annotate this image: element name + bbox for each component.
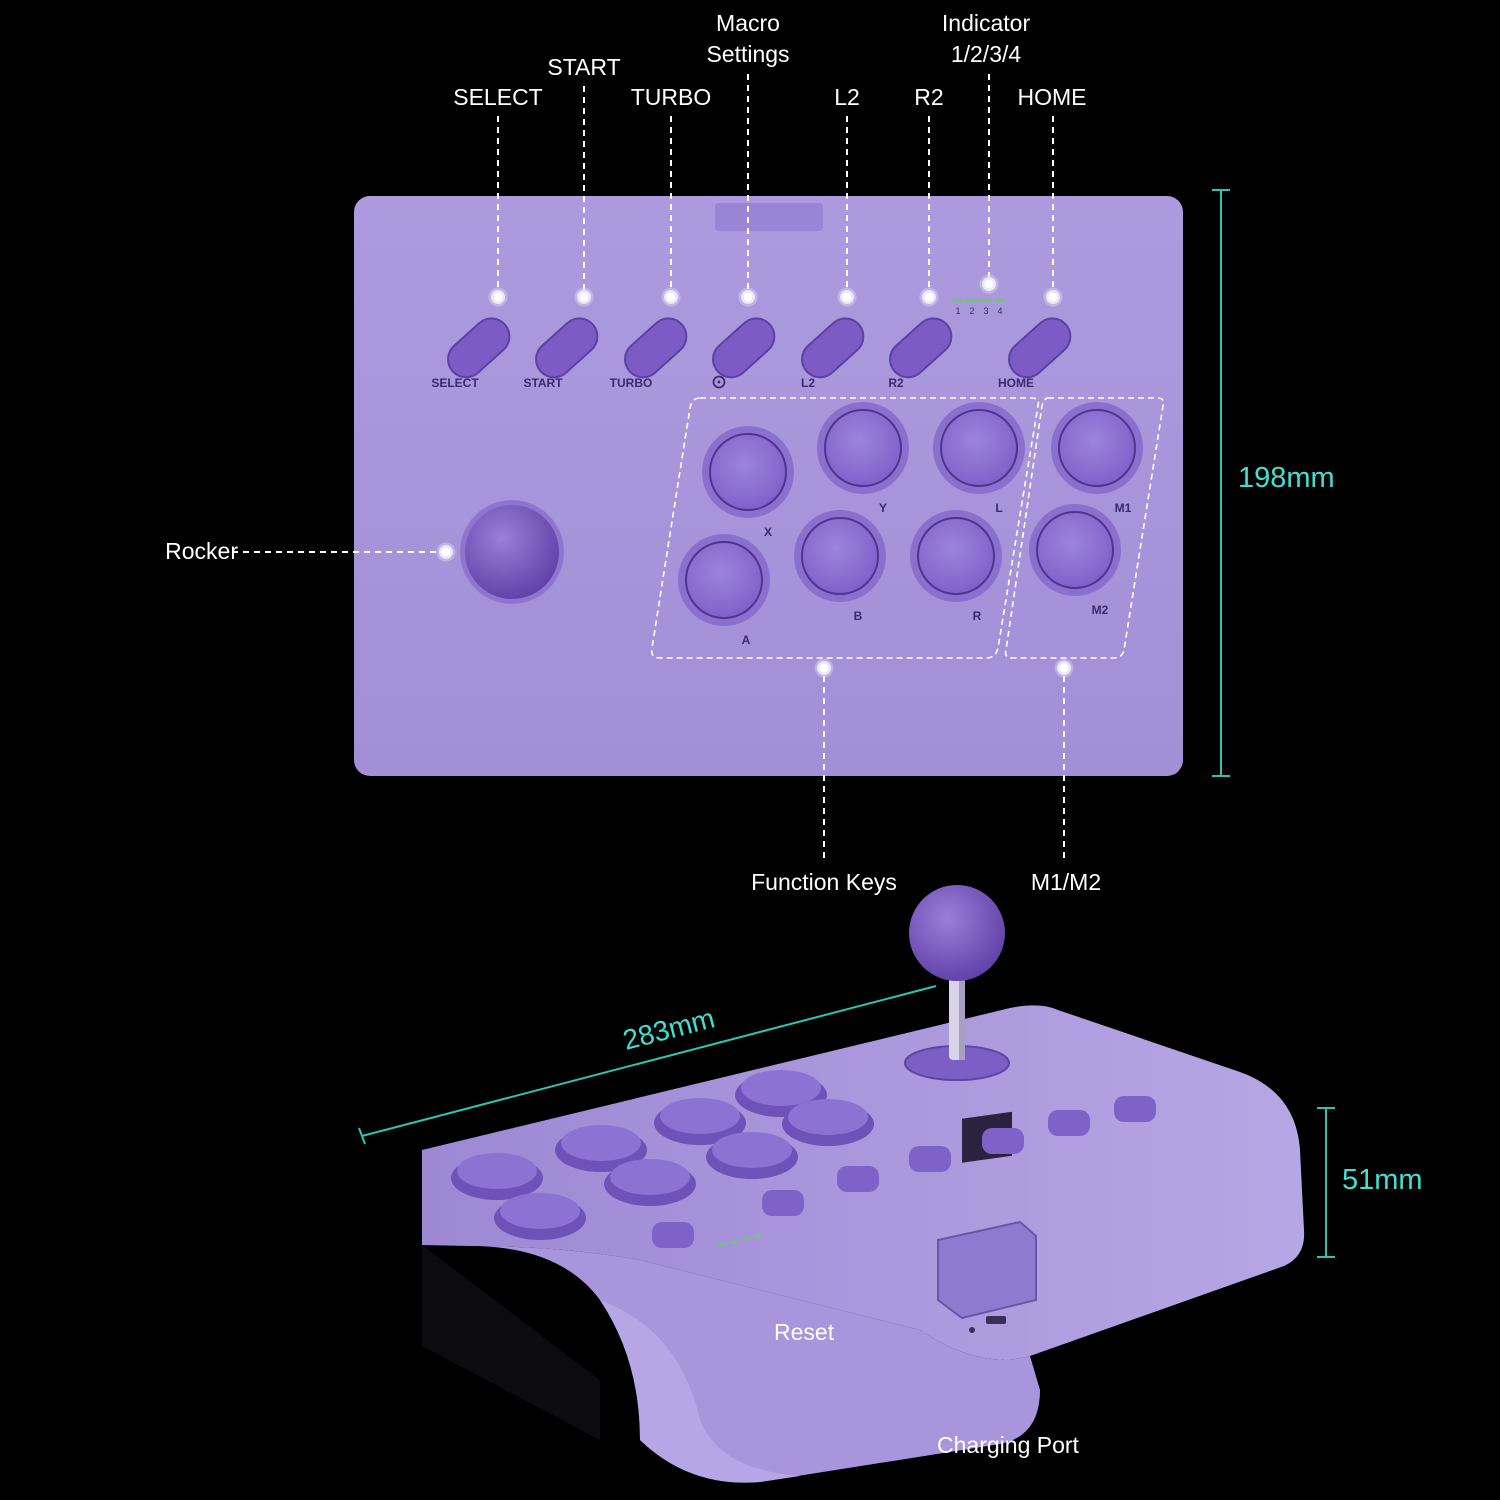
x-button[interactable] [702, 426, 794, 518]
perspective-small-button-1[interactable] [1114, 1096, 1156, 1122]
home-button[interactable] [1002, 311, 1078, 385]
top-view-controller: SELECT START TURBO L2 R2 HOME 1 2 3 4 [354, 196, 1183, 776]
rocker-joystick[interactable] [460, 500, 564, 604]
m1m2-keys-outline [1004, 397, 1165, 659]
perspective-indicator-leds [718, 1235, 762, 1246]
small-buttons-row [441, 311, 1078, 385]
a-button[interactable] [678, 534, 770, 626]
r2-button[interactable] [883, 311, 959, 385]
y-print-label: Y [879, 501, 887, 515]
joystick-shaft-shade [959, 960, 965, 1060]
start-button[interactable] [529, 311, 605, 385]
perspective-view-controller [422, 885, 1305, 1483]
perspective-small-buttons [652, 1096, 1156, 1248]
m1-button[interactable] [1051, 402, 1143, 494]
perspective-small-button-7[interactable] [652, 1222, 694, 1248]
function-keys-callout: Function Keys [751, 869, 897, 895]
indicator-led-3 [980, 299, 991, 302]
start-print-label: START [523, 376, 563, 390]
macro-callout-line1: Macro [716, 10, 780, 36]
indicator-number-2: 2 [969, 306, 974, 316]
indicator-callout-line1: Indicator [941, 10, 1031, 36]
select-button[interactable] [441, 311, 517, 385]
l2-print-label: L2 [801, 376, 815, 390]
depth-dimension-label: 51mm [1342, 1164, 1423, 1196]
indicator-led-4 [994, 299, 1005, 302]
perspective-small-button-5[interactable] [837, 1166, 879, 1192]
r2-print-label: R2 [888, 376, 904, 390]
l2-button[interactable] [795, 311, 871, 385]
home-print-label: HOME [998, 376, 1034, 390]
perspective-small-button-6[interactable] [762, 1190, 804, 1216]
perspective-action-buttons [451, 1070, 874, 1240]
m1-print-label: M1 [1115, 501, 1132, 515]
macro-callout-line2: Settings [706, 41, 790, 67]
b-print-label: B [854, 609, 863, 623]
macro-button[interactable] [706, 311, 782, 385]
l-button[interactable] [933, 402, 1025, 494]
reset-hole[interactable] [969, 1327, 975, 1333]
indicator-number-1: 1 [955, 306, 960, 316]
m2-button[interactable] [1029, 504, 1121, 596]
indicator-number-3: 3 [983, 306, 988, 316]
y-button[interactable] [817, 402, 909, 494]
turbo-button[interactable] [618, 311, 694, 385]
m2-print-label: M2 [1092, 603, 1109, 617]
x-print-label: X [764, 525, 772, 539]
perspective-small-button-4[interactable] [909, 1146, 951, 1172]
perspective-small-button-2[interactable] [1048, 1110, 1090, 1136]
joystick-ball-top[interactable] [909, 885, 1005, 981]
select-print-label: SELECT [431, 376, 479, 390]
r-button[interactable] [910, 510, 1002, 602]
perspective-small-button-3[interactable] [982, 1128, 1024, 1154]
b-button[interactable] [794, 510, 886, 602]
dimension-lines [358, 189, 1335, 1258]
start-callout: START [547, 54, 621, 80]
indicator-leds: 1 2 3 4 [952, 299, 1005, 316]
l-print-label: L [995, 501, 1002, 515]
base-shadow [422, 1245, 600, 1440]
home-callout: HOME [1017, 84, 1087, 110]
function-keys-outline [650, 397, 1040, 659]
indicator-callout-line2: 1/2/3/4 [950, 41, 1022, 67]
usb-tab [715, 203, 823, 231]
usb-port-bracket[interactable] [937, 1220, 1037, 1320]
indicator-led-1 [952, 299, 963, 302]
charging-port-callout: Charging Port [937, 1432, 1079, 1458]
height-dimension-label: 198mm [1238, 462, 1335, 494]
m1m2-callout: M1/M2 [1030, 869, 1102, 895]
charging-port[interactable] [986, 1316, 1006, 1324]
l2-callout: L2 [834, 84, 860, 110]
a-print-label: A [742, 633, 751, 647]
r-print-label: R [973, 609, 982, 623]
indicator-led-2 [966, 299, 977, 302]
controller-front-lip [470, 1246, 1040, 1483]
macro-settings-icon [712, 375, 726, 389]
rocker-callout: Rocker [165, 538, 238, 564]
turbo-print-label: TURBO [610, 376, 653, 390]
turbo-callout: TURBO [630, 84, 712, 110]
front-lip-edge [600, 1300, 800, 1483]
r2-callout: R2 [914, 84, 944, 110]
select-callout: SELECT [453, 84, 543, 110]
indicator-number-4: 4 [997, 306, 1002, 316]
reset-callout: Reset [774, 1319, 835, 1345]
